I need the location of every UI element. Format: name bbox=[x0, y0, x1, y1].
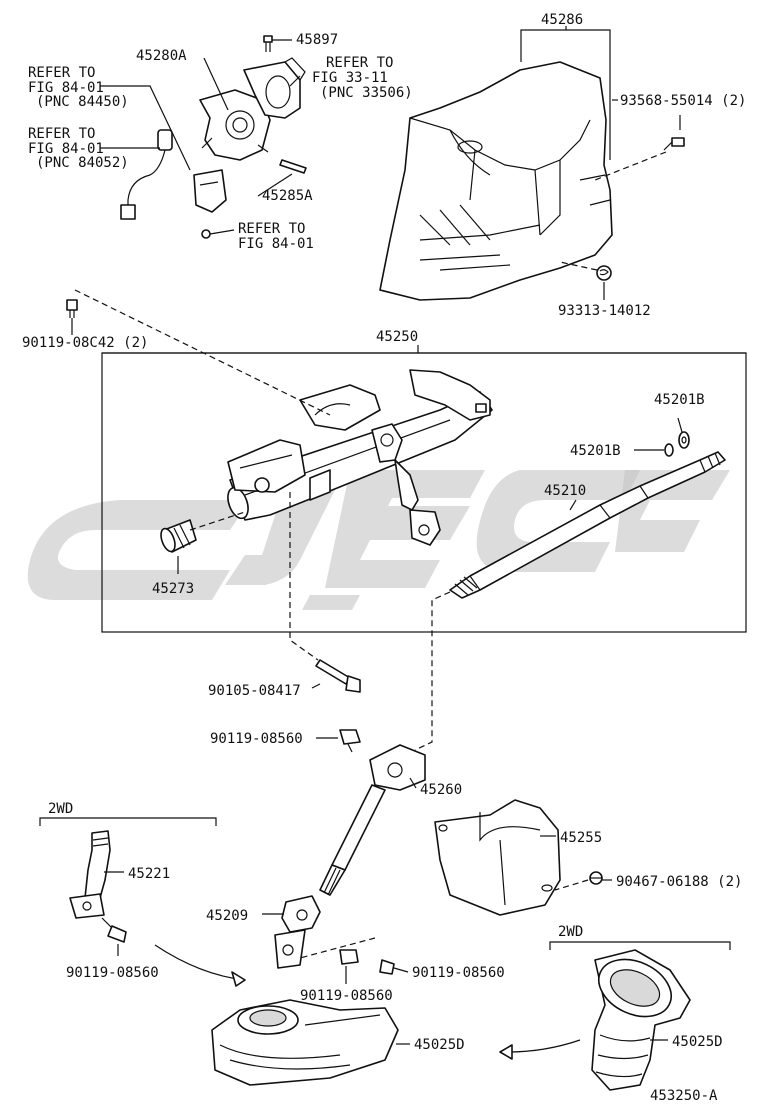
label-45897: 45897 bbox=[296, 32, 338, 48]
arrow-left-to-boot bbox=[154, 944, 246, 981]
sensor-84052 bbox=[120, 129, 173, 220]
label-2wd-left: 2WD bbox=[48, 801, 73, 817]
refer-note-3311: REFER TO FIG 33-11 (PNC 33506) bbox=[312, 55, 413, 101]
svg-text:(PNC 33506): (PNC 33506) bbox=[320, 85, 413, 101]
label-45280A: 45280A bbox=[136, 48, 187, 64]
bolt-90119-b bbox=[101, 917, 127, 943]
svg-text:FIG 84-01: FIG 84-01 bbox=[28, 80, 104, 96]
refer-note-84052: REFER TO FIG 84-01 (PNC 84052) bbox=[28, 126, 129, 171]
shaft-45221 bbox=[69, 830, 111, 919]
label-90119-a: 90119-08560 bbox=[210, 731, 303, 747]
svg-text:REFER TO: REFER TO bbox=[238, 221, 305, 237]
dash-bolt-90105 bbox=[289, 492, 319, 661]
washer-45201B-b bbox=[664, 443, 674, 457]
bolt-90105 bbox=[315, 659, 361, 693]
dash-cover-clip bbox=[559, 261, 598, 271]
label-45255: 45255 bbox=[560, 830, 602, 846]
dash-cover-screw bbox=[594, 151, 667, 181]
label-45025D-right: 45025D bbox=[672, 1034, 723, 1050]
label-45260: 45260 bbox=[420, 782, 462, 798]
label-90119-b: 90119-08560 bbox=[66, 965, 159, 981]
refer-note-8401: REFER TO FIG 84-01 bbox=[238, 221, 314, 252]
label-90119-c: 90119-08560 bbox=[300, 988, 393, 1004]
svg-text:FIG 33-11: FIG 33-11 bbox=[312, 70, 388, 86]
refer-note-84450: REFER TO FIG 84-01 (PNC 84450) bbox=[28, 65, 129, 110]
screw-90467 bbox=[589, 871, 603, 885]
bracket-45286 bbox=[520, 26, 611, 38]
screw-45897 bbox=[263, 35, 273, 52]
label-2wd-right: 2WD bbox=[558, 924, 583, 940]
arrow-left-head bbox=[231, 971, 246, 987]
label-90467: 90467-06188 (2) bbox=[616, 874, 742, 890]
dash-lock-to-column bbox=[74, 289, 331, 416]
lock-cylinder-part bbox=[243, 57, 306, 119]
label-93568: 93568-55014 (2) bbox=[620, 93, 746, 109]
intermediate-shaft-45260 bbox=[319, 744, 426, 896]
label-45221: 45221 bbox=[128, 866, 170, 882]
svg-text:REFER TO: REFER TO bbox=[326, 55, 393, 71]
boot-45255 bbox=[434, 799, 561, 916]
watermark-logo bbox=[27, 470, 730, 610]
arrow-right-to-boot bbox=[507, 1039, 581, 1053]
pin-45285A bbox=[279, 159, 307, 174]
screw-small-8401 bbox=[201, 229, 211, 239]
clip-93313 bbox=[596, 265, 612, 281]
label-45201B-a: 45201B bbox=[654, 392, 705, 408]
bolt-90119-d bbox=[379, 959, 395, 975]
leader-lines bbox=[71, 39, 683, 1045]
label-45201B-b: 45201B bbox=[570, 443, 621, 459]
diagram-id: 453250-A bbox=[650, 1088, 718, 1104]
label-93313: 93313-14012 bbox=[558, 303, 651, 319]
label-90119-d: 90119-08560 bbox=[412, 965, 505, 981]
label-45273: 45273 bbox=[152, 581, 194, 597]
bolt-90119-a bbox=[339, 729, 361, 753]
dash-shaft-to-joint bbox=[414, 591, 451, 751]
screw-93568 bbox=[663, 137, 685, 151]
main-shaft-45210 bbox=[449, 451, 726, 599]
steering-column-45250 bbox=[227, 369, 493, 546]
box-45250 bbox=[101, 352, 747, 633]
box-45250-top-bracket bbox=[102, 345, 746, 354]
svg-text:FIG 84-01: FIG 84-01 bbox=[28, 141, 104, 157]
lock-housing-45280A bbox=[199, 89, 271, 161]
boot-45025D-right bbox=[591, 949, 691, 1091]
label-90119-08C42: 90119-08C42 (2) bbox=[22, 335, 148, 351]
washer-45201B-a bbox=[678, 431, 690, 449]
bushing-45273 bbox=[160, 519, 197, 553]
bolt-90119-c bbox=[339, 949, 359, 965]
bracket-2wd-right bbox=[549, 941, 731, 950]
label-45250: 45250 bbox=[376, 329, 418, 345]
screw-90119-08C42 bbox=[66, 299, 78, 318]
label-45286: 45286 bbox=[541, 12, 583, 28]
svg-text:REFER TO: REFER TO bbox=[28, 126, 95, 142]
label-45025D-left: 45025D bbox=[414, 1037, 465, 1053]
label-45210: 45210 bbox=[544, 483, 586, 499]
label-45209: 45209 bbox=[206, 908, 248, 924]
dash-joint-screw bbox=[299, 937, 376, 959]
universal-joint-45209 bbox=[274, 895, 321, 969]
dash-boot-screw bbox=[554, 879, 589, 891]
column-cover-45286 bbox=[379, 61, 613, 301]
svg-text:FIG 84-01: FIG 84-01 bbox=[238, 236, 314, 252]
svg-text:REFER TO: REFER TO bbox=[28, 65, 95, 81]
label-90105: 90105-08417 bbox=[208, 683, 301, 699]
boot-45025D-left bbox=[211, 999, 399, 1086]
label-45285A: 45285A bbox=[262, 188, 313, 204]
arrow-right-head bbox=[499, 1044, 513, 1060]
switch-84450 bbox=[193, 169, 227, 213]
bracket-2wd-left bbox=[39, 817, 217, 826]
svg-text:(PNC 84052): (PNC 84052) bbox=[36, 155, 129, 171]
svg-text:(PNC 84450): (PNC 84450) bbox=[36, 94, 129, 110]
